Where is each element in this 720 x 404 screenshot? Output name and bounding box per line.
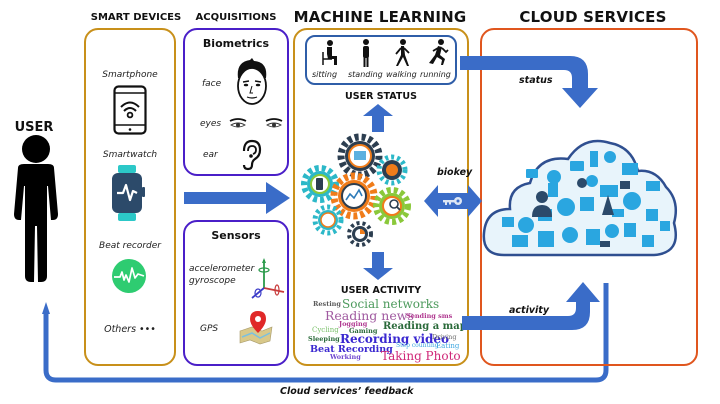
user-activity-title: USER ACTIVITY bbox=[340, 285, 422, 296]
biokey-label: biokey bbox=[437, 167, 473, 178]
status-standing: standing bbox=[348, 70, 383, 79]
status-walking: walking bbox=[386, 70, 417, 79]
activity-word: Jogging bbox=[339, 320, 368, 328]
person-icon bbox=[14, 135, 58, 282]
gps-label: GPS bbox=[200, 324, 219, 334]
smart-devices-panel bbox=[84, 28, 176, 366]
activity-word: Sending sms bbox=[406, 312, 453, 320]
header-machine-learning: MACHINE LEARNING bbox=[293, 8, 467, 26]
ear-icon bbox=[242, 139, 262, 171]
activity-word: Beat Recording bbox=[310, 344, 393, 355]
activity-word: Taking Photo bbox=[381, 349, 461, 363]
gear-bottom-left bbox=[312, 204, 344, 236]
others-label: Others ••• bbox=[104, 324, 156, 335]
activity-word: Social networks bbox=[342, 297, 440, 311]
activity-word: Resting bbox=[313, 300, 341, 308]
face-label: face bbox=[202, 79, 222, 89]
gyroscope-label: gyroscope bbox=[189, 276, 236, 286]
activity-word: Reading news bbox=[325, 308, 414, 323]
eyes-icon bbox=[229, 118, 283, 128]
heartbeat-circle-icon bbox=[112, 259, 146, 293]
smartphone-wifi-icon bbox=[113, 85, 147, 135]
gear-bottom bbox=[347, 221, 373, 247]
walking-icon bbox=[395, 39, 410, 66]
face-icon bbox=[237, 58, 267, 105]
feedback-arrow-label: Cloud services’ feedback bbox=[280, 386, 414, 397]
activity-word: Step counting bbox=[396, 342, 439, 349]
activity-down-arrow bbox=[363, 252, 393, 280]
activity-word: Sleeping bbox=[308, 335, 340, 343]
accelerometer-label: accelerometer bbox=[189, 264, 255, 274]
smartphone-label: Smartphone bbox=[102, 70, 158, 80]
activity-word: Cycling bbox=[312, 326, 339, 334]
status-sitting: sitting bbox=[312, 70, 338, 79]
gear-right bbox=[373, 187, 411, 225]
beat-recorder-label: Beat recorder bbox=[99, 241, 161, 251]
gear-center bbox=[330, 172, 378, 220]
activity-word: Gaming bbox=[349, 327, 378, 335]
gear-top bbox=[337, 133, 383, 179]
sensors-panel bbox=[183, 220, 289, 366]
status-arrow-label: status bbox=[519, 75, 553, 86]
gear-left bbox=[301, 165, 339, 203]
activity-word: Driving bbox=[432, 333, 457, 341]
activity-arrow-label: activity bbox=[509, 305, 550, 316]
user-label: USER bbox=[14, 120, 54, 135]
status-running: running bbox=[420, 70, 451, 79]
standing-icon bbox=[363, 39, 369, 67]
smartwatch-heartbeat-icon bbox=[112, 165, 145, 221]
running-icon bbox=[429, 39, 449, 65]
status-up-arrow bbox=[363, 104, 393, 132]
key-icon bbox=[443, 197, 462, 205]
header-acquisitions: ACQUISITIONS bbox=[195, 12, 277, 23]
activity-word: Recording video bbox=[340, 332, 450, 346]
user-status-title: USER STATUS bbox=[345, 91, 417, 102]
header-smart-devices: SMART DEVICES bbox=[90, 12, 182, 23]
gear-right-top bbox=[376, 154, 408, 186]
gears-icon bbox=[301, 133, 411, 247]
sensors-title: Sensors bbox=[211, 229, 261, 242]
ear-label: ear bbox=[203, 150, 218, 160]
acquisition-arrow bbox=[184, 182, 290, 214]
status-arrow bbox=[460, 56, 598, 108]
header-cloud-services: CLOUD SERVICES bbox=[519, 8, 667, 26]
user-status-panel bbox=[305, 35, 457, 85]
biometrics-title: Biometrics bbox=[202, 37, 270, 50]
cloud-services-icon bbox=[482, 139, 677, 257]
cloud-services-panel bbox=[480, 28, 698, 366]
activity-word: Reading a map bbox=[383, 321, 467, 332]
smartwatch-label: Smartwatch bbox=[102, 150, 158, 160]
activity-word: Eating bbox=[436, 342, 460, 350]
biometrics-panel bbox=[183, 28, 289, 176]
activity-word: Working bbox=[330, 353, 361, 361]
eyes-label: eyes bbox=[200, 119, 222, 129]
sitting-icon bbox=[322, 40, 337, 65]
map-pin-icon bbox=[239, 311, 273, 345]
activity-arrow bbox=[462, 282, 600, 330]
axes-icon bbox=[251, 258, 285, 299]
